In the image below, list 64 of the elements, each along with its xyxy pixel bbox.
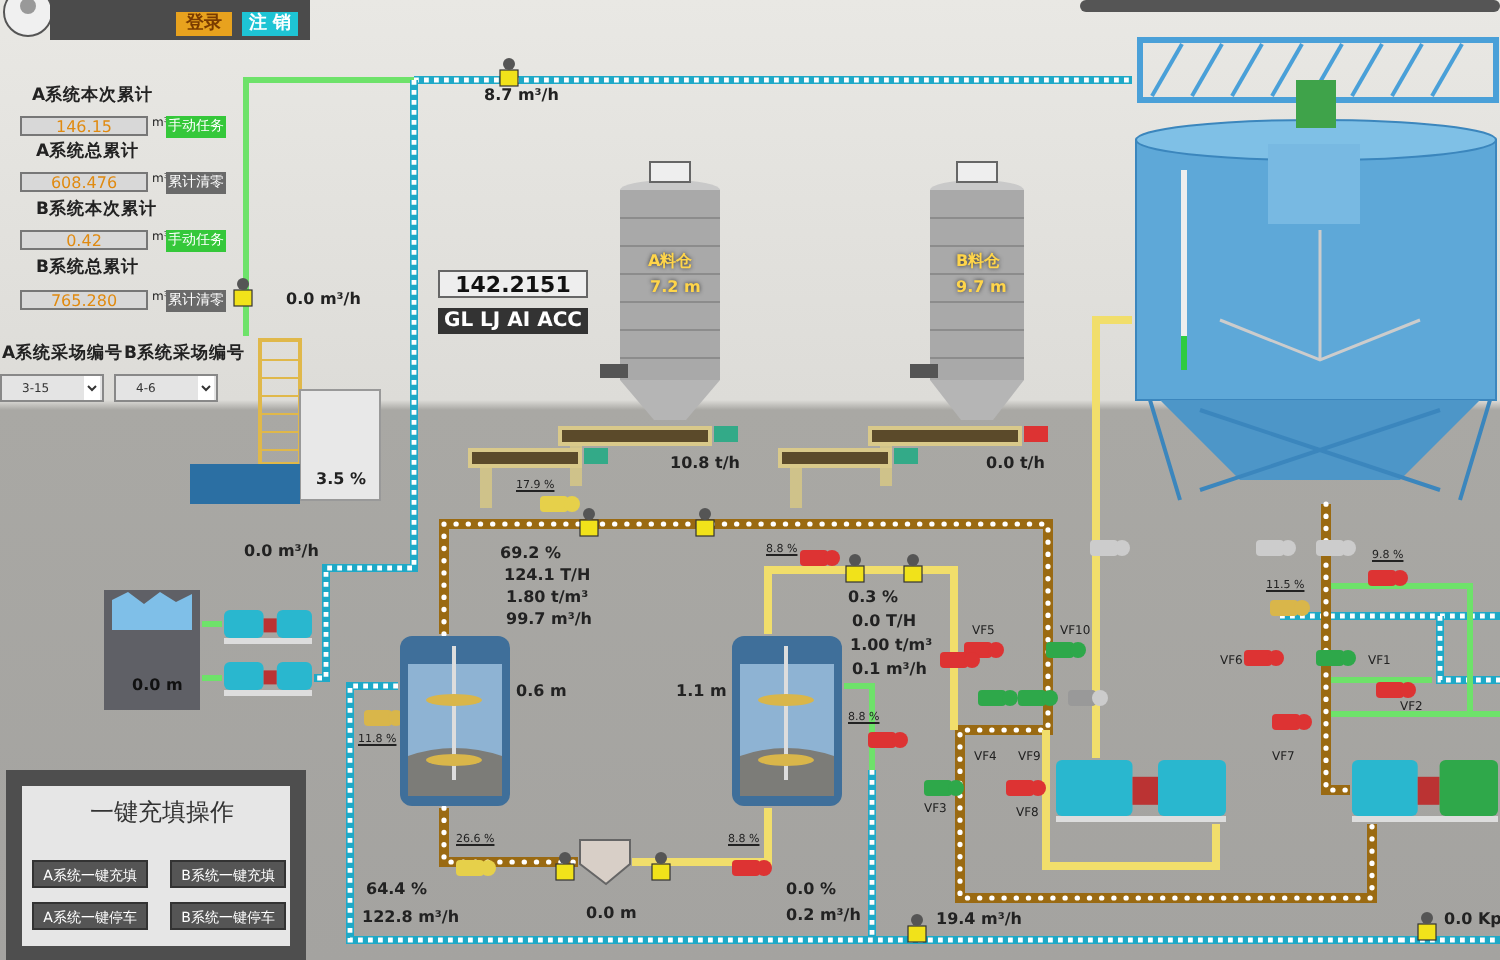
pipe (1321, 501, 1353, 795)
pipe (202, 675, 222, 681)
pump-drawing (222, 660, 314, 698)
pump-drawing (222, 608, 314, 646)
pipe (439, 519, 1377, 903)
field-label: B系统本次累计 (36, 202, 157, 219)
mixing-tank-drawing (730, 634, 844, 808)
hopper-drawing (578, 838, 632, 888)
pump-drawing (1054, 758, 1228, 824)
silo-label: 9.7 m (956, 280, 1007, 296)
measurement-value: 0.0 m³/h (244, 544, 319, 560)
field-label: A系统总累计 (36, 144, 140, 161)
scrolling-text-display: GL LJ AI ACC (438, 308, 588, 334)
silo-label: 7.2 m (650, 280, 701, 296)
field-label: A系统本次累计 (32, 88, 154, 105)
measurement-value: 69.2 % (500, 546, 562, 562)
pipe (1042, 730, 1220, 870)
measurement-value: 0.0 % (786, 882, 836, 898)
value-field: 146.15 (20, 116, 148, 136)
measurement-value: 0.1 m³/h (852, 662, 927, 678)
measurement-value: 19.4 m³/h (936, 912, 1022, 928)
pipe (202, 621, 222, 627)
pipe (844, 683, 875, 770)
pipe (314, 80, 418, 682)
silo-label: A料仓 (648, 254, 693, 270)
mixer-unit-drawing (188, 336, 382, 508)
measurement-value: 0.0 m³/h (286, 292, 361, 308)
pipe (1092, 316, 1132, 758)
measurement-value: 8.7 m³/h (484, 88, 559, 104)
pipe (764, 566, 958, 730)
value-field: 608.476 (20, 172, 148, 192)
pipe (346, 682, 1400, 944)
field-label: B系统总累计 (36, 260, 139, 277)
pipe (439, 805, 581, 867)
panel-title: 一键充填操作 (90, 800, 234, 824)
measurement-value: 122.8 m³/h (362, 910, 460, 926)
measurement-value: 1.80 t/m³ (506, 590, 589, 606)
pipe (414, 76, 1132, 84)
field-label: B系统采场编号 (124, 346, 245, 363)
silo-label: B料仓 (956, 254, 1001, 270)
measurement-value: 10.8 t/h (670, 456, 740, 472)
measurement-value: 124.1 T/H (504, 568, 591, 584)
pump-drawing (1350, 758, 1500, 824)
pipe (243, 77, 414, 336)
measurement-value: 0.2 m³/h (786, 908, 861, 924)
measurement-value: 0.3 % (848, 590, 898, 606)
measurement-value: 0.0 t/h (986, 456, 1045, 472)
measurement-value: 99.7 m³/h (506, 612, 592, 628)
logout-button: 注 销 (242, 12, 298, 36)
level-value: 0.6 m (516, 684, 567, 700)
pipe (632, 808, 772, 866)
level-value: 0.0 m (132, 678, 183, 694)
measurement-value: 0.0 T/H (852, 614, 917, 630)
login-button: 登录 (176, 12, 232, 36)
thickener-drawing (1132, 36, 1500, 504)
level-value: 0.0 m (586, 906, 637, 922)
field-label: A系统采场编号 (2, 346, 124, 363)
measurement-value: 3.5 % (316, 472, 366, 488)
value-field: 765.280 (20, 290, 148, 310)
mixing-tank-drawing (398, 634, 512, 808)
value-display: 142.2151 (438, 270, 588, 298)
measurement-value: 64.4 % (366, 882, 428, 898)
value-field: 0.42 (20, 230, 148, 250)
level-value: 1.1 m (676, 684, 727, 700)
